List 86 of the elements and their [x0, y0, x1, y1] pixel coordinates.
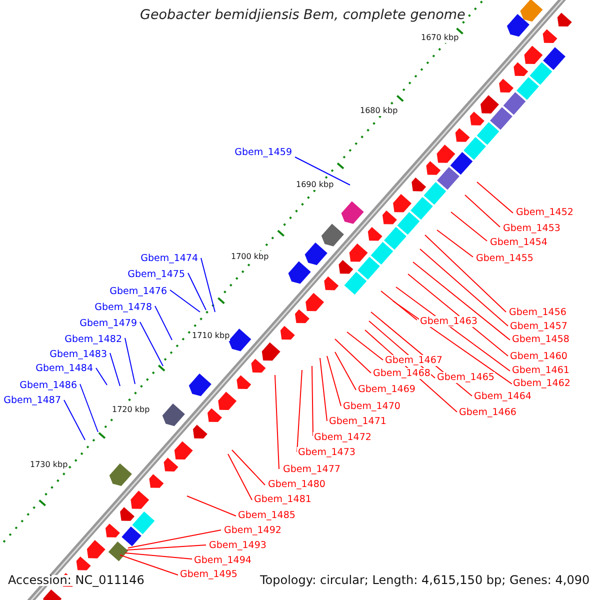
leader-line: [346, 332, 384, 360]
gene-label: Gbem_1467: [384, 355, 444, 366]
leader-line: [396, 286, 510, 372]
gene-label: Gbem_1464: [473, 391, 532, 402]
leader-line: [334, 352, 356, 390]
gene-label: Gbem_1462: [512, 378, 572, 389]
gene-label: Gbem_1494: [193, 555, 252, 566]
gene-label: Gbem_1478: [94, 302, 153, 313]
gene-label: Gbem_1456: [508, 307, 568, 318]
gene-label: Gbem_1460: [509, 351, 568, 362]
gene-label: Gbem_1479: [78, 318, 138, 329]
gene-label: Gbem_1453: [502, 223, 562, 234]
gene-label: Gbem_1463: [419, 316, 478, 327]
leader-line: [436, 230, 474, 258]
gene-label: Gbem_1483: [48, 349, 108, 360]
leader-line: [476, 182, 514, 214]
leader-line: [124, 338, 136, 384]
tick-label: 1670 kbp: [421, 32, 459, 43]
gene-label: Gbem_1471: [328, 416, 388, 427]
leader-line: [126, 544, 206, 550]
gene-label: Gbem_1476: [108, 286, 168, 297]
gene-label: Gbem_1457: [509, 321, 568, 332]
leader-line: [424, 234, 506, 312]
genome-info-text: Topology: circular; Length: 4,615,150 bp; Genes: 4,090: [260, 575, 590, 586]
leader-line: [154, 306, 172, 340]
accession-text: Accession: NC_011146: [8, 575, 144, 586]
leader-line: [294, 156, 350, 186]
gene-label: Gbem_1495: [179, 569, 238, 580]
gene-label: Gbem_1482: [64, 334, 123, 345]
gene-label: Gbem_1472: [313, 432, 372, 443]
leader-line: [464, 194, 500, 228]
leader-line: [450, 212, 488, 242]
leader-line: [64, 400, 86, 440]
leader-line: [420, 248, 508, 326]
gene-label: Gbem_1487: [2, 395, 62, 406]
leader-line: [110, 352, 120, 386]
leader-line: [200, 258, 216, 312]
gene-label: Gbem_1485: [237, 510, 296, 521]
gene-label: Gbem_1466: [458, 407, 518, 418]
tick-label: 1680 kbp: [360, 105, 398, 116]
leader-line: [334, 338, 372, 374]
gene-label: Gbem_1454: [489, 237, 548, 248]
leader-line: [124, 552, 192, 560]
title: Geobacter bemidjiensis Bem, complete genome: [140, 10, 466, 21]
gene-label: Gbem_1468: [372, 368, 432, 379]
tick-label: 1730 kbp: [30, 459, 68, 470]
leader-line: [170, 290, 200, 312]
leader-line: [320, 358, 328, 422]
leader-line: [380, 290, 418, 320]
gene-label: Gbem_1492: [223, 525, 282, 536]
tick-label: 1700 kbp: [231, 251, 269, 262]
leader-line: [186, 496, 236, 516]
gene-label: Gbem_1459: [234, 147, 293, 158]
leader-line: [228, 454, 252, 500]
tick-label: 1720 kbp: [112, 404, 150, 415]
leader-line: [80, 384, 98, 432]
leader-line: [128, 530, 222, 548]
gene-label: Gbem_1493: [208, 540, 268, 551]
leader-line: [412, 262, 510, 340]
gene-label: Gbem_1477: [282, 464, 342, 475]
tick-label: 1690 kbp: [296, 179, 334, 190]
gene-label: Gbem_1473: [297, 447, 356, 458]
gene-label: Gbem_1481: [253, 494, 312, 505]
gene-label: Gbem_1486: [18, 380, 78, 391]
gene-label: Gbem_1469: [357, 384, 416, 395]
leader-line: [96, 368, 108, 386]
leader-line: [312, 366, 314, 436]
leader-line: [274, 374, 280, 470]
leader-line: [326, 356, 342, 406]
gene-label: Gbem_1474: [140, 253, 199, 264]
gene-label: Gbem_1455: [475, 253, 534, 264]
gene-label: Gbem_1452: [515, 207, 574, 218]
gene-label: Gbem_1461: [511, 365, 570, 376]
leader-line: [392, 300, 512, 384]
leader-line: [408, 274, 508, 356]
gene-label: Gbem_1484: [34, 363, 94, 374]
gene-label: Gbem_1475: [126, 269, 186, 280]
gene-label: Gbem_1458: [511, 334, 570, 345]
leader-line: [120, 554, 178, 576]
gene-label: Gbem_1470: [342, 401, 402, 412]
leader-line: [232, 450, 266, 486]
tick-label: 1710 kbp: [192, 330, 230, 341]
gene-label: Gbem_1465: [436, 372, 496, 383]
leader-line: [140, 322, 164, 366]
leader-line: [188, 272, 206, 310]
gene-label: Gbem_1480: [267, 479, 326, 490]
